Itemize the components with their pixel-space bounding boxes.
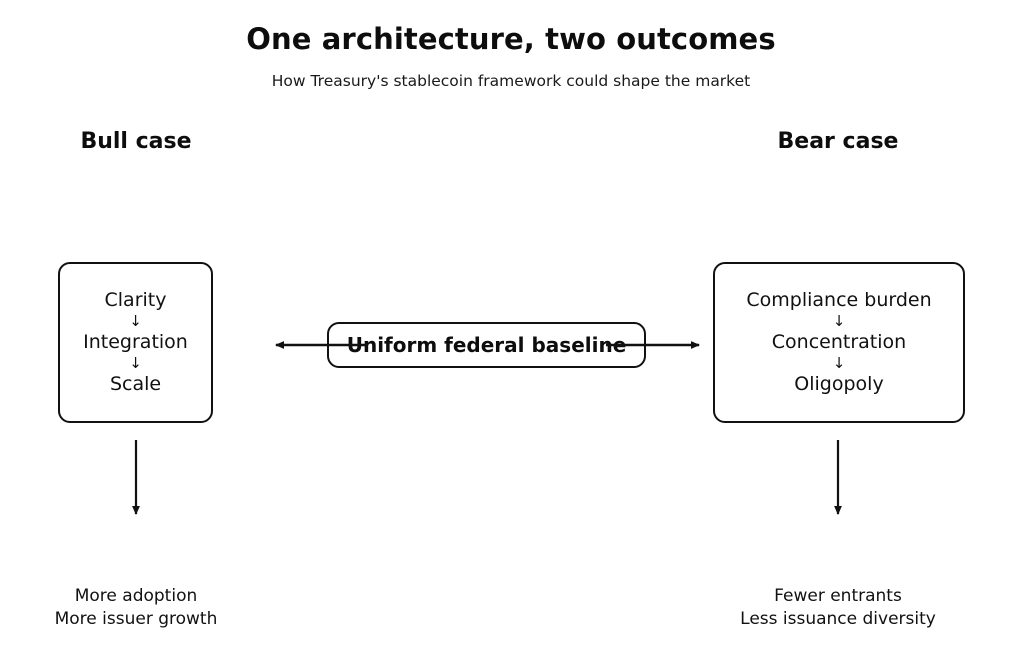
down-arrow-icon: ↓ bbox=[129, 311, 142, 330]
bull-case-box: Clarity ↓ Integration ↓ Scale bbox=[58, 262, 213, 423]
bull-chain-step-2: Integration bbox=[83, 331, 188, 353]
down-arrow-icon: ↓ bbox=[129, 354, 142, 372]
page-title: One architecture, two outcomes bbox=[246, 22, 776, 56]
bear-chain-step-2: Concentration bbox=[771, 331, 907, 353]
bull-outcome-caption: More adoption More issuer growth bbox=[36, 585, 236, 631]
bear-outcome-line-2: Less issuance diversity bbox=[740, 608, 936, 629]
bull-chain-step-3: Scale bbox=[109, 373, 162, 396]
bear-case-box: Compliance burden ↓ Concentration ↓ Olig… bbox=[713, 262, 965, 423]
uniform-federal-baseline-node: Uniform federal baseline bbox=[327, 322, 646, 368]
bear-outcome-line-1: Fewer entrants bbox=[774, 586, 902, 606]
bull-outcome-line-1: More adoption bbox=[74, 586, 198, 606]
bull-case-heading: Bull case bbox=[80, 129, 192, 154]
bear-case-heading: Bear case bbox=[777, 129, 899, 154]
down-arrow-icon: ↓ bbox=[832, 311, 846, 330]
bull-outcome-line-2: More issuer growth bbox=[54, 608, 218, 629]
bull-chain-step-1: Clarity bbox=[104, 288, 167, 311]
bear-chain-step-1: Compliance burden bbox=[746, 288, 932, 311]
bear-chain-step-3: Oligopoly bbox=[794, 373, 884, 396]
page-subtitle: How Treasury's stablecoin framework coul… bbox=[271, 72, 751, 90]
bear-outcome-caption: Fewer entrants Less issuance diversity bbox=[738, 585, 938, 631]
down-arrow-icon: ↓ bbox=[832, 354, 846, 372]
